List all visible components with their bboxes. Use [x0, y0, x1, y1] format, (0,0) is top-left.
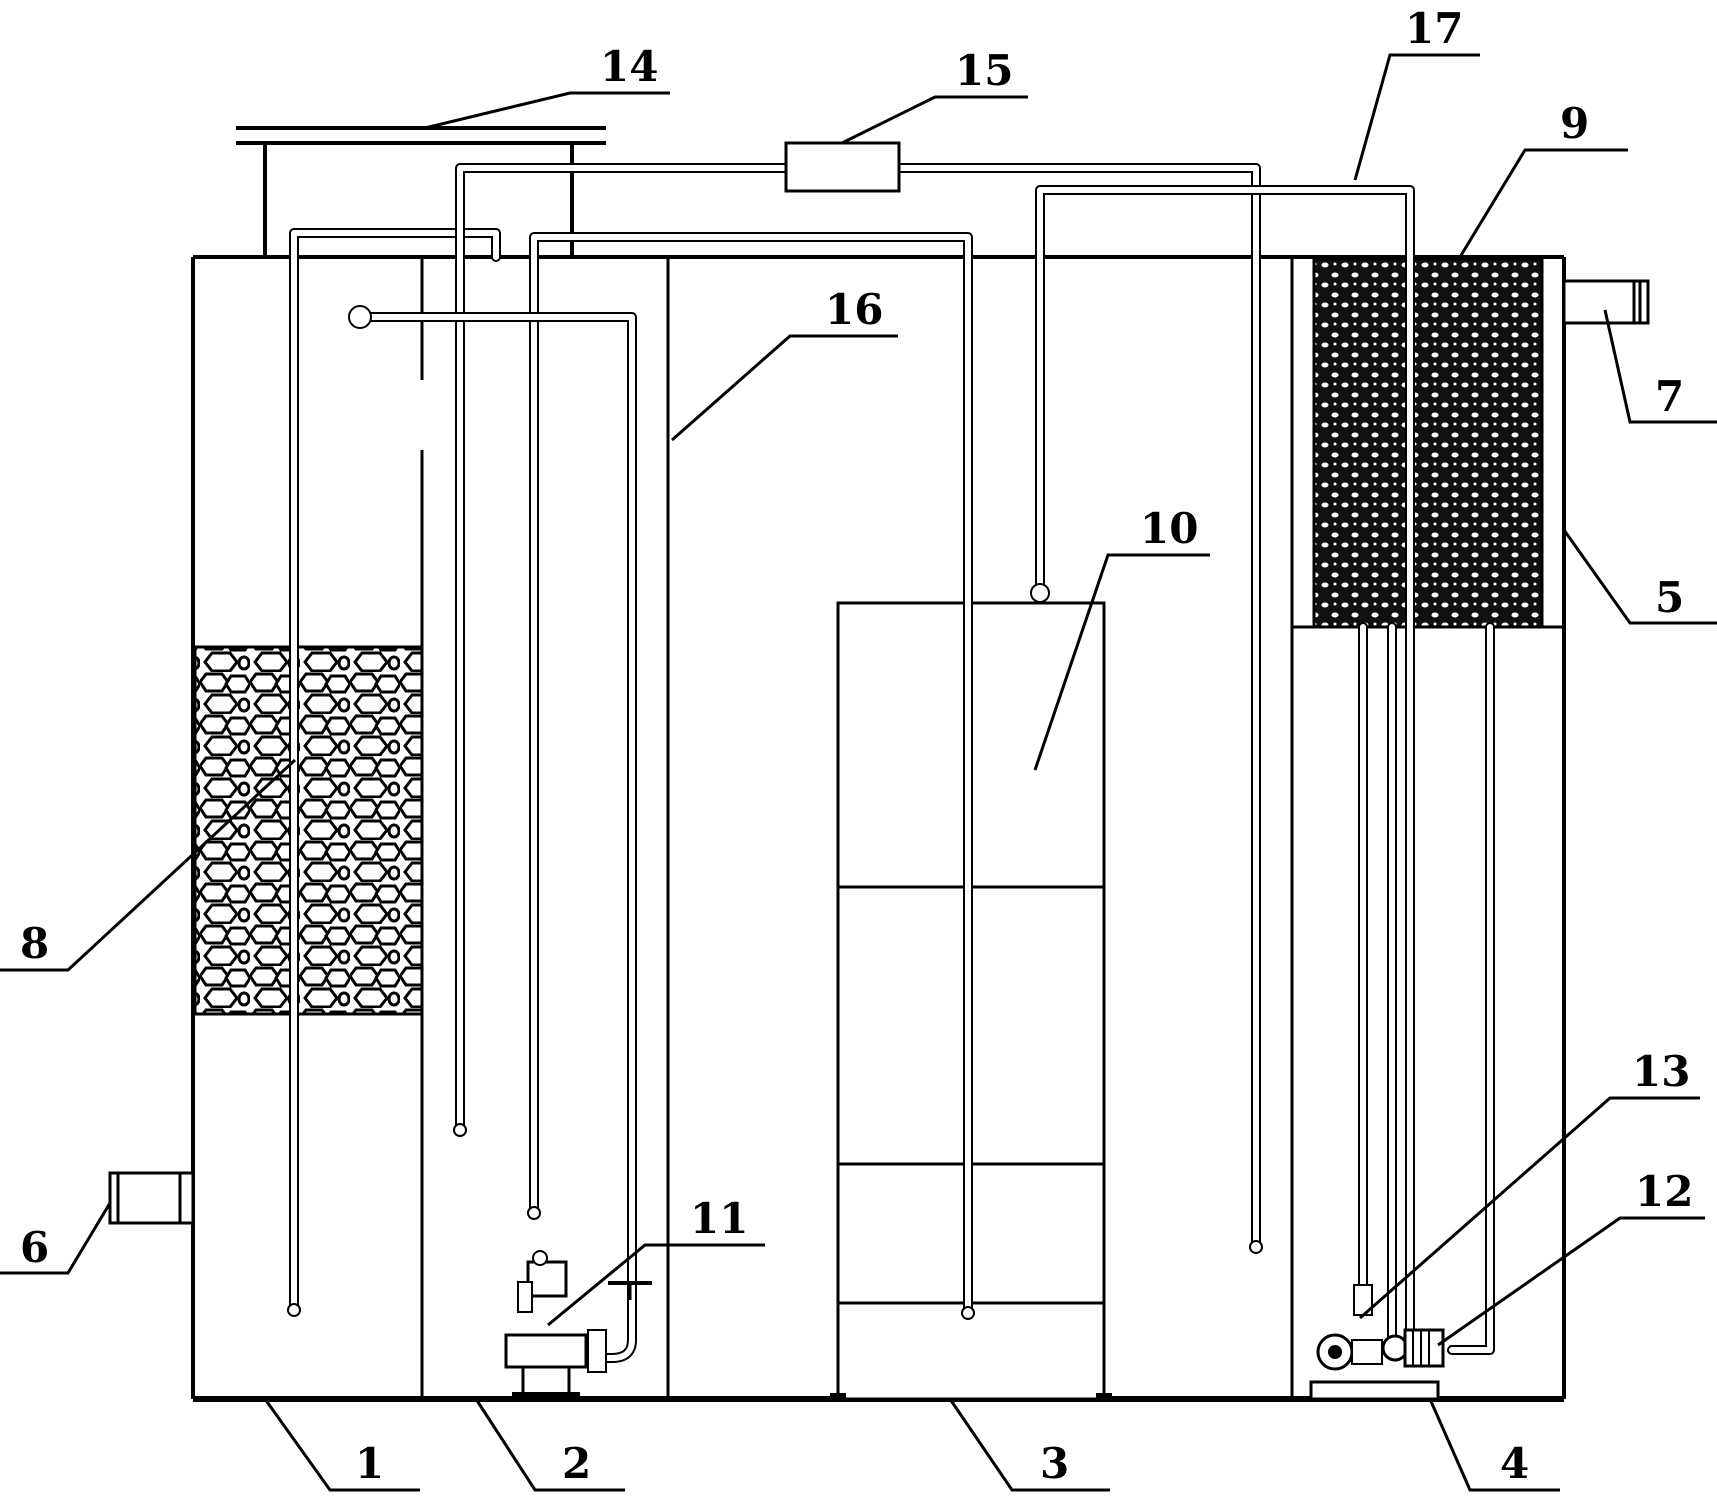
filter-media-layer — [1312, 257, 1544, 629]
label-17: 17 — [1405, 4, 1463, 53]
label-16: 16 — [825, 285, 883, 334]
part-labels: 1 2 3 4 5 6 7 8 9 10 11 12 13 14 15 16 1… — [20, 4, 1693, 1488]
label-5: 5 — [1655, 573, 1684, 622]
label-6: 6 — [20, 1223, 49, 1272]
pipe-network — [287, 163, 1495, 1363]
valve — [608, 1281, 652, 1300]
label-15: 15 — [955, 46, 1013, 95]
label-12: 12 — [1635, 1167, 1693, 1216]
label-9: 9 — [1560, 99, 1589, 148]
label-11: 11 — [690, 1194, 748, 1243]
label-13: 13 — [1632, 1047, 1690, 1096]
inlet-pipe — [108, 1171, 195, 1225]
label-2: 2 — [562, 1439, 591, 1488]
label-3: 3 — [1040, 1439, 1069, 1488]
stone-packing-layer — [193, 645, 424, 1016]
label-4: 4 — [1500, 1439, 1529, 1488]
label-10: 10 — [1140, 504, 1198, 553]
rotameter-box — [784, 141, 901, 193]
label-7: 7 — [1655, 372, 1684, 421]
leader-lines — [0, 53, 1717, 1492]
label-1: 1 — [355, 1439, 384, 1488]
pump-assembly — [1309, 1328, 1445, 1401]
submersible-pump — [504, 1250, 607, 1399]
label-8: 8 — [20, 919, 49, 968]
label-14: 14 — [600, 42, 658, 91]
